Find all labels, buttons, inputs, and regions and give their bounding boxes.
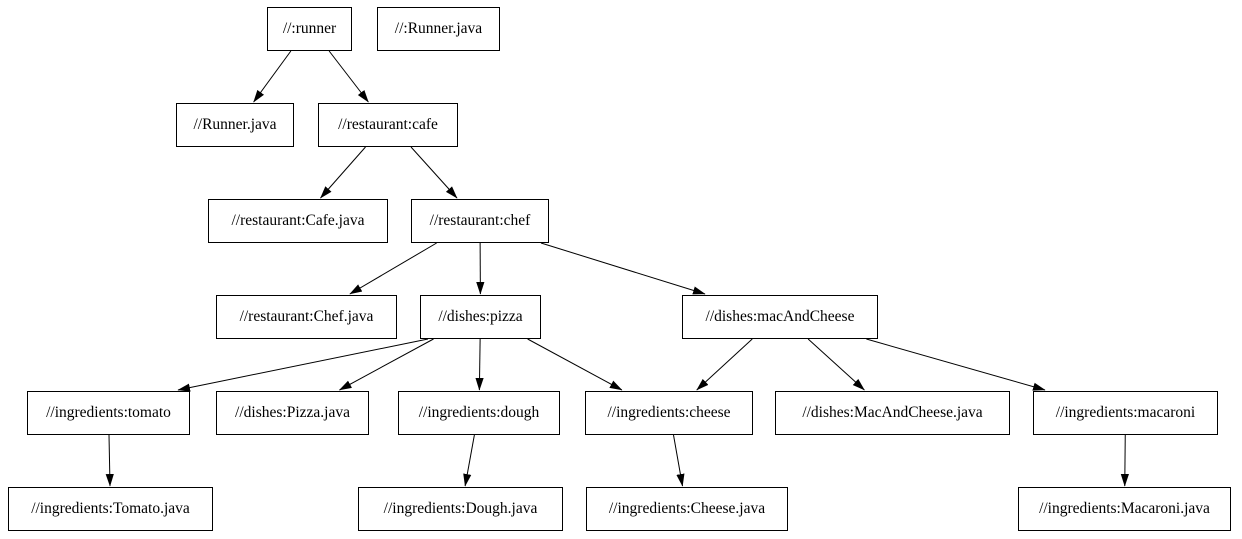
edge-runner-cafe (328, 50, 369, 103)
graph-node-dough: //ingredients:dough (398, 391, 560, 435)
edge-pizza-cheese (527, 338, 623, 391)
graph-node-runner-java-root: //:Runner.java (377, 7, 500, 51)
graph-node-pizza-java: //dishes:Pizza.java (216, 391, 369, 435)
graph-node-cheese: //ingredients:cheese (585, 391, 753, 435)
edge-cafe-chef (410, 146, 458, 199)
edge-mac-and-cheese-macaroni (866, 338, 1046, 391)
graph-node-chef: //restaurant:chef (411, 199, 549, 243)
graph-node-mac-and-cheese-java: //dishes:MacAndCheese.java (775, 391, 1010, 435)
edge-runner-runner-java (253, 50, 292, 103)
edge-macaroni-macaroni-java (1120, 434, 1129, 487)
graph-node-dough-java: //ingredients:Dough.java (358, 487, 563, 531)
edge-cafe-cafe-java (320, 146, 366, 199)
edge-mac-and-cheese-mac-and-cheese-java (807, 338, 865, 391)
graph-node-chef-java: //restaurant:Chef.java (216, 295, 397, 339)
edge-mac-and-cheese-cheese (696, 338, 753, 391)
graph-node-cheese-java: //ingredients:Cheese.java (586, 487, 788, 531)
graph-node-cafe: //restaurant:cafe (318, 103, 458, 147)
graph-node-tomato: //ingredients:tomato (27, 391, 190, 435)
graph-node-pizza: //dishes:pizza (420, 295, 541, 339)
graph-node-runner-java: //Runner.java (176, 103, 294, 147)
graph-node-runner: //:runner (267, 7, 352, 51)
edge-dough-dough-java (463, 434, 475, 487)
edge-pizza-dough (475, 338, 484, 391)
graph-node-macaroni: //ingredients:macaroni (1033, 391, 1218, 435)
edge-pizza-tomato (177, 338, 429, 392)
graph-node-tomato-java: //ingredients:Tomato.java (8, 487, 213, 531)
edge-pizza-pizza-java (338, 338, 434, 391)
graph-node-mac-and-cheese: //dishes:macAndCheese (682, 295, 878, 339)
graph-node-cafe-java: //restaurant:Cafe.java (208, 199, 388, 243)
edge-tomato-tomato-java (105, 434, 114, 487)
edge-chef-chef-java (349, 242, 437, 295)
graph-node-macaroni-java: //ingredients:Macaroni.java (1018, 487, 1231, 531)
edge-chef-mac-and-cheese (540, 242, 706, 295)
edge-cheese-cheese-java (673, 434, 685, 487)
